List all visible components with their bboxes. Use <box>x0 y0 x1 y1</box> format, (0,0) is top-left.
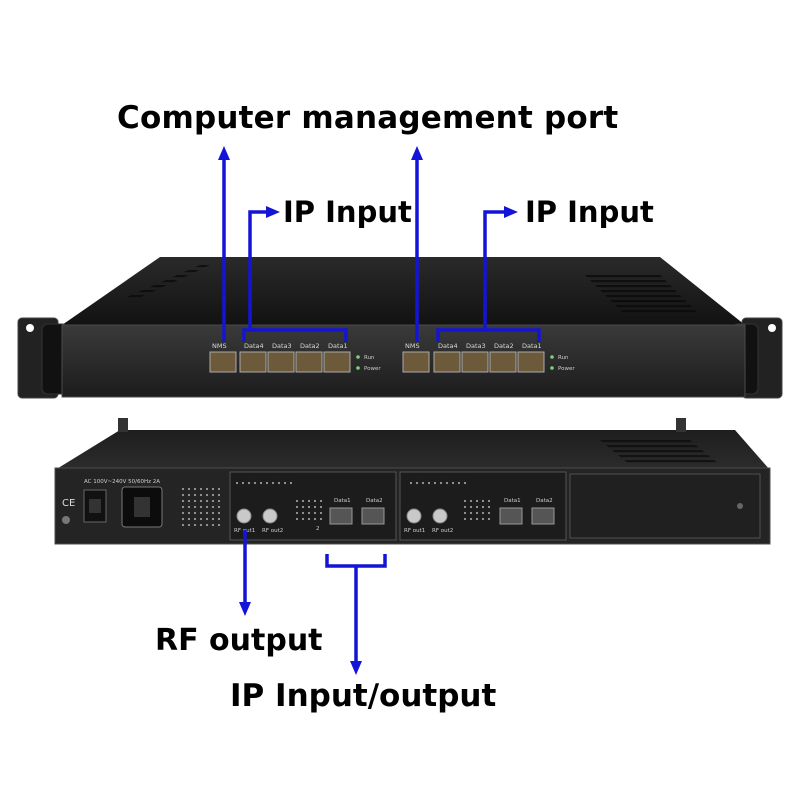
front-port-group-left: NMS Data4 Data3 Data2 Data1 Run Power <box>209 342 381 373</box>
slot-index: 2 <box>316 526 320 532</box>
power-led-label: Power <box>364 366 381 372</box>
sfp-port[interactable] <box>499 507 523 525</box>
output-module-1: RF out1 RF out2 2 Data1 Data2 <box>229 471 397 541</box>
nms-label-left: NMS <box>212 342 227 350</box>
callout-arrows <box>222 158 541 663</box>
sfp-data1-label: Data1 <box>334 498 351 504</box>
rj45-port[interactable] <box>323 351 351 373</box>
data4-label-right: Data4 <box>438 342 458 350</box>
rf-out2-label: RF out2 <box>262 528 283 534</box>
data1-label-left: Data1 <box>328 342 348 350</box>
callout-ip-input-right: IP Input <box>525 195 654 229</box>
sfp-port[interactable] <box>329 507 353 525</box>
rj45-port[interactable] <box>239 351 267 373</box>
data3-label-left: Data3 <box>272 342 292 350</box>
rf-out2-label: RF out2 <box>432 528 453 534</box>
rj45-port[interactable] <box>295 351 323 373</box>
data2-label-right: Data2 <box>494 342 514 350</box>
sfp-port[interactable] <box>361 507 385 525</box>
rj45-port[interactable] <box>489 351 517 373</box>
rf-connector[interactable] <box>262 508 278 524</box>
callout-rf-output: RF output <box>155 623 323 658</box>
bracket-ip-input-left <box>242 328 348 342</box>
data3-label-right: Data3 <box>466 342 486 350</box>
rf-out1-label: RF out1 <box>404 528 425 534</box>
callout-ip-input-left: IP Input <box>283 195 412 229</box>
arrow-heads <box>218 146 518 675</box>
data2-label-left: Data2 <box>300 342 320 350</box>
rj45-port[interactable] <box>433 351 461 373</box>
rj45-port[interactable] <box>402 351 430 373</box>
data4-label-left: Data4 <box>244 342 264 350</box>
sfp-data2-label: Data2 <box>366 498 383 504</box>
rf-connector[interactable] <box>406 508 422 524</box>
front-unit: NMS Data4 Data3 Data2 Data1 Run Power NM… <box>17 257 783 399</box>
output-module-2: RF out1 RF out2 Data1 Data2 <box>399 471 567 541</box>
callout-management-port: Computer management port <box>117 100 619 136</box>
run-led-label: Run <box>558 355 569 361</box>
rj45-port[interactable] <box>267 351 295 373</box>
sfp-port[interactable] <box>531 507 555 525</box>
front-port-group-right: NMS Data4 Data3 Data2 Data1 Run Power <box>402 342 575 373</box>
rj45-port[interactable] <box>461 351 489 373</box>
ce-mark: CE <box>62 498 75 509</box>
nms-label-right: NMS <box>405 342 420 350</box>
sfp-data2-label: Data2 <box>536 498 553 504</box>
data1-label-right: Data1 <box>522 342 542 350</box>
bracket-ip-io <box>325 554 387 568</box>
power-module: AC 100V~240V 50/60Hz 2A CE <box>62 479 220 528</box>
run-led-label: Run <box>364 355 375 361</box>
rear-unit: AC 100V~240V 50/60Hz 2A CE RF out1 RF ou… <box>54 418 771 545</box>
blank-slot-cover <box>569 473 761 539</box>
power-spec-label: AC 100V~240V 50/60Hz 2A <box>84 479 160 485</box>
arrow-ip-input-left <box>248 210 268 330</box>
power-led-label: Power <box>558 366 575 372</box>
bracket-ip-input-right <box>436 328 541 342</box>
rf-connector[interactable] <box>236 508 252 524</box>
rj45-port[interactable] <box>209 351 237 373</box>
rj45-port[interactable] <box>517 351 545 373</box>
callout-ip-input-output: IP Input/output <box>230 678 497 714</box>
arrow-ip-input-right <box>483 210 506 330</box>
sfp-data1-label: Data1 <box>504 498 521 504</box>
rf-connector[interactable] <box>432 508 448 524</box>
